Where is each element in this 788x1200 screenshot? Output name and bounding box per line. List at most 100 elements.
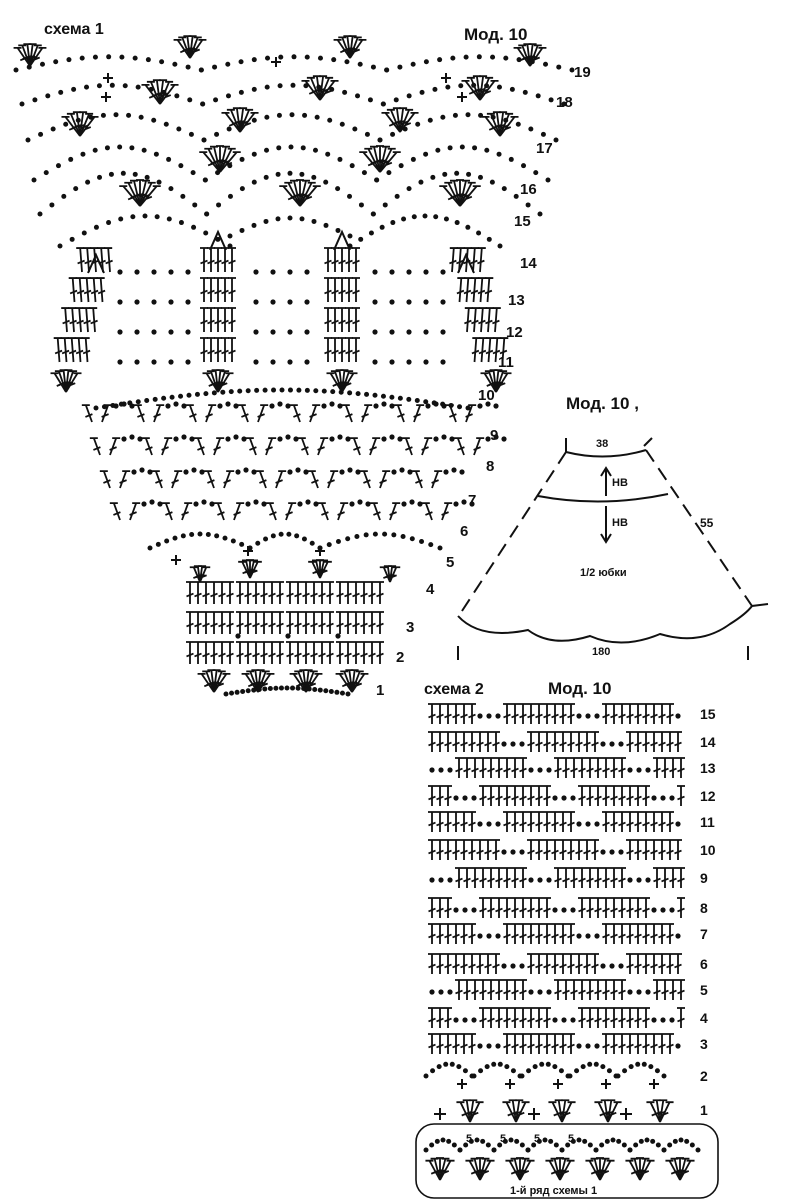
double-crochet-stitch xyxy=(99,470,111,489)
chain-stitch xyxy=(660,907,666,913)
double-crochet-stitch xyxy=(567,811,575,832)
double-crochet-stitch xyxy=(535,839,543,860)
chain-stitch xyxy=(539,1061,545,1067)
double-crochet-stitch xyxy=(68,307,77,333)
double-crochet-stitch xyxy=(677,867,685,888)
row-number: 12 xyxy=(700,788,716,804)
chain-stitch xyxy=(469,501,475,507)
chain-stitch xyxy=(135,84,141,90)
double-crochet-stitch xyxy=(239,111,259,133)
double-crochet-stitch xyxy=(194,611,202,634)
double-crochet-stitch xyxy=(444,811,452,832)
chain-stitch xyxy=(427,117,433,123)
chain-stitch xyxy=(409,499,415,505)
double-crochet-stitch xyxy=(583,953,591,974)
chain-stitch xyxy=(239,541,245,547)
double-crochet-stitch xyxy=(65,372,82,393)
double-crochet-stitch xyxy=(658,839,666,860)
single-crochet-stitch xyxy=(457,1079,467,1089)
row-number: 8 xyxy=(700,900,708,916)
double-crochet-stitch xyxy=(471,867,479,888)
row-number: 1 xyxy=(700,1102,708,1118)
double-crochet-stitch xyxy=(677,979,685,1000)
double-crochet-stitch xyxy=(618,897,626,918)
chain-stitch xyxy=(172,61,178,67)
chain-stitch xyxy=(309,540,315,546)
double-crochet-stitch xyxy=(677,757,685,778)
double-crochet-stitch xyxy=(659,1101,674,1123)
chain-stitch xyxy=(239,186,245,192)
double-crochet-stitch xyxy=(436,1007,444,1028)
chain-stitch xyxy=(576,933,582,939)
chain-stitch xyxy=(339,690,345,696)
double-crochet-stitch xyxy=(452,953,460,974)
double-crochet-stitch xyxy=(495,785,503,806)
double-crochet-stitch xyxy=(460,811,468,832)
chain-stitch xyxy=(304,299,310,305)
chain-stitch xyxy=(389,403,395,409)
chain-stitch xyxy=(533,170,539,176)
chain-stitch xyxy=(313,501,319,507)
double-crochet-stitch xyxy=(492,307,501,333)
double-crochet-stitch xyxy=(551,953,559,974)
double-crochet-stitch xyxy=(653,867,661,888)
double-crochet-stitch xyxy=(543,923,551,944)
chain-stitch xyxy=(225,436,231,442)
chain-stitch xyxy=(372,392,378,398)
chain-stitch xyxy=(501,741,507,747)
double-crochet-stitch xyxy=(470,277,480,303)
chain-stitch xyxy=(440,359,446,365)
double-crochet-stitch xyxy=(436,811,444,832)
double-crochet-stitch xyxy=(368,641,376,664)
chain-stitch xyxy=(540,131,546,137)
chain-stitch xyxy=(251,117,257,123)
double-crochet-stitch xyxy=(436,703,444,724)
single-crochet-stitch xyxy=(505,1079,515,1089)
chain-stitch xyxy=(275,216,281,222)
chain-stitch xyxy=(287,269,293,275)
waist-tick-right xyxy=(643,437,653,447)
chain-stitch xyxy=(166,216,172,222)
row-number: 3 xyxy=(406,619,414,636)
chain-stitch xyxy=(567,1073,573,1079)
double-crochet-stitch xyxy=(60,337,70,363)
double-crochet-stitch xyxy=(519,757,527,778)
double-crochet-stitch xyxy=(586,979,594,1000)
double-crochet-stitch xyxy=(578,979,586,1000)
double-crochet-stitch xyxy=(535,1033,543,1054)
row-number: 15 xyxy=(700,706,716,722)
chain-stitch xyxy=(501,186,507,192)
scheme-1: схема 1 Мод. 10 123456789101112131415161… xyxy=(13,21,591,699)
double-crochet-stitch xyxy=(642,897,650,918)
double-crochet-stitch xyxy=(249,560,262,579)
chain-stitch xyxy=(297,501,303,507)
chain-stitch xyxy=(304,387,310,393)
double-crochet-stitch xyxy=(310,641,318,664)
chain-stitch xyxy=(546,989,552,995)
double-crochet-stitch xyxy=(236,581,244,604)
chain-stitch xyxy=(253,269,259,275)
double-crochet-stitch xyxy=(345,247,353,272)
chain-stitch xyxy=(528,877,534,883)
chain-stitch xyxy=(543,61,549,67)
chain-stitch xyxy=(168,329,174,335)
double-crochet-stitch xyxy=(428,785,436,806)
double-crochet-stitch xyxy=(310,581,318,604)
chain-stitch xyxy=(443,1061,449,1067)
double-crochet-stitch xyxy=(634,1007,642,1028)
chain-stitch xyxy=(576,821,582,827)
chain-stitch xyxy=(335,186,341,192)
chain-stitch xyxy=(594,933,600,939)
pineapple-tip xyxy=(87,252,105,274)
chain-stitch xyxy=(45,93,51,99)
double-crochet-stitch xyxy=(352,337,360,362)
double-crochet-stitch xyxy=(642,1007,650,1028)
chain-stitch xyxy=(96,83,102,89)
double-crochet-stitch xyxy=(318,581,326,604)
chain-stitch xyxy=(406,359,412,365)
chain-stitch xyxy=(650,1138,656,1144)
double-crochet-stitch xyxy=(338,247,346,272)
double-crochet-stitch xyxy=(194,641,202,664)
chain-stitch xyxy=(463,54,469,60)
chain-stitch xyxy=(73,186,79,192)
